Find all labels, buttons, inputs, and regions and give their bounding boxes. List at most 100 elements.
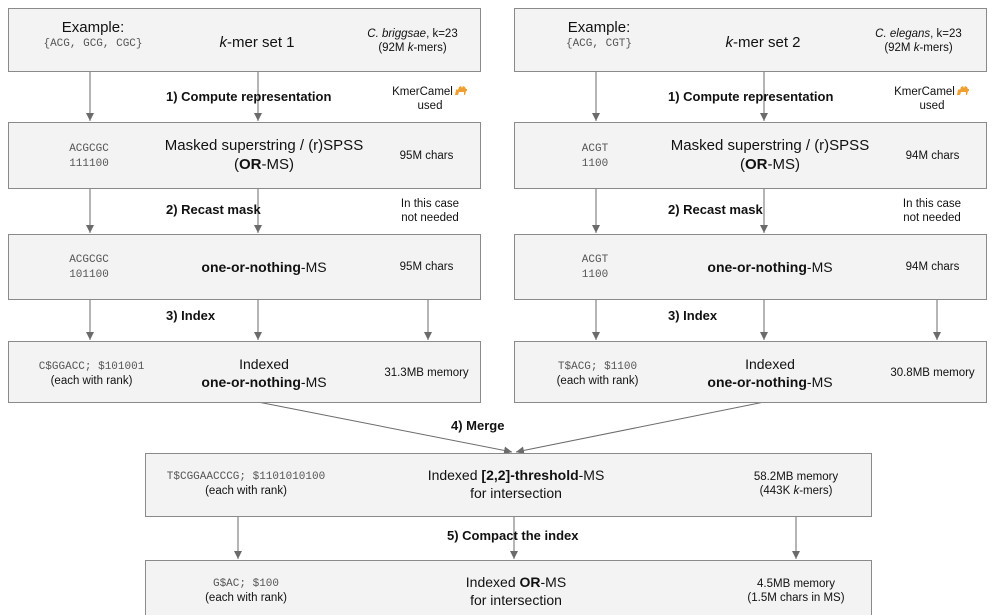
example-set: {ACG, GCG, CGC} [43, 38, 143, 50]
step-3-label: 3) Index [166, 308, 216, 323]
indexed-oon-box: T$ACG; $1100 (each with rank) Indexed on… [514, 341, 987, 403]
k-param: , k=23 [426, 28, 458, 40]
title-rest: -MS [300, 374, 327, 390]
box-title: one-or-nothing-MS [159, 259, 369, 275]
oon-bold: one-or-nothing [201, 374, 301, 390]
example-block: Example: {ACG, GCG, CGC} [9, 19, 177, 50]
note-line-2: not needed [903, 212, 961, 224]
recast-note: In this case not needed [380, 197, 480, 225]
species-name: C. elegans [875, 28, 931, 40]
or-bold: OR [745, 156, 768, 173]
count-post: -mers) [919, 42, 953, 54]
example-label: Example: [567, 19, 631, 36]
oon-mask: 1100 [581, 269, 609, 281]
count-pre: (92M [884, 42, 914, 54]
stat: 58.2MB memory (443K k-mers) [731, 470, 861, 498]
step-1-label: 1) Compute representation [668, 89, 834, 104]
title-rest: -MS [300, 259, 327, 275]
box-title: k-mer set 1 [177, 34, 337, 51]
stat: 95M chars [399, 261, 454, 273]
merge-example: T$CGGAACCCG; $1101010100 (each with rank… [146, 470, 346, 498]
count-post: -mers) [413, 42, 447, 54]
stat: 30.8MB memory [890, 367, 975, 379]
box-title: k-mer set 2 [683, 34, 843, 51]
oon-bold: one-or-nothing [201, 259, 301, 275]
bwt-example: T$ACG; $1100 [557, 361, 638, 373]
one-or-nothing-box: ACGT 1100 one-or-nothing-MS 94M chars [514, 234, 987, 300]
bwt-example: G$AC; $100 [212, 578, 279, 590]
tool-info: KmerCamel used [882, 84, 982, 113]
oon-bold: one-or-nothing [707, 374, 807, 390]
rank-note: (each with rank) [205, 485, 287, 497]
camel-icon [454, 86, 467, 95]
ms-seq: ACGT [581, 143, 609, 155]
stat-pre: (443K [759, 485, 794, 497]
tool-name: KmerCamel [392, 86, 453, 98]
ms-seq: ACGCGC [69, 143, 109, 155]
stat: 94M chars [905, 261, 960, 273]
step-5-label: 5) Compact the index [447, 528, 579, 543]
example-set: {ACG, CGT} [565, 38, 632, 50]
threshold-ms-box: T$CGGAACCCG; $1101010100 (each with rank… [145, 453, 872, 517]
kmer-set-2-box: Example: {ACG, CGT} k-mer set 2 C. elega… [514, 8, 987, 72]
step-1-label: 1) Compute representation [166, 89, 332, 104]
title-line-1: Indexed [745, 356, 795, 372]
tool-info: KmerCamel used [380, 84, 480, 113]
one-or-nothing-box: ACGCGC 101100 one-or-nothing-MS 95M char… [8, 234, 481, 300]
rank-note: (each with rank) [205, 592, 287, 604]
or-bold: OR [239, 156, 262, 173]
ms-mask: 111100 [69, 158, 109, 170]
box-title: Indexed [2,2]-threshold-MS for intersect… [386, 466, 646, 502]
k-italic: k [725, 34, 733, 51]
note-line-1: In this case [400, 198, 460, 210]
box-title: Indexed one-or-nothing-MS [159, 355, 369, 391]
threshold-bold: [2,2]-threshold [481, 467, 579, 483]
title-line-1: Indexed [239, 356, 289, 372]
step-3-label: 3) Index [668, 308, 718, 323]
title-post: -MS [540, 574, 567, 590]
example-label: Example: [61, 19, 125, 36]
recast-note: In this case not needed [882, 197, 982, 225]
tool-used: used [417, 100, 443, 112]
box-title: Masked superstring / (r)SPSS (OR-MS) [650, 136, 890, 174]
stat: 94M chars [905, 150, 960, 162]
title-line-1: Masked superstring / (r)SPSS [164, 137, 364, 154]
note-line-1: In this case [902, 198, 962, 210]
masked-superstring-box: ACGCGC 111100 Masked superstring / (r)SP… [8, 122, 481, 189]
idx-example: T$ACG; $1100 (each with rank) [515, 360, 680, 388]
k-italic: k [219, 34, 227, 51]
stat-line-1: 58.2MB memory [753, 471, 839, 483]
title-pre: Indexed [465, 574, 520, 590]
title-close: -MS) [767, 156, 801, 173]
rank-note: (each with rank) [556, 375, 639, 387]
arrow [257, 401, 513, 455]
stat: 31.3MB memory [384, 367, 469, 379]
oon-bold: one-or-nothing [707, 259, 807, 275]
title-post: -MS [578, 467, 605, 483]
oon-mask: 101100 [69, 269, 109, 281]
rank-note: (each with rank) [50, 375, 133, 387]
stat-k: k [793, 485, 800, 497]
title-rest: -MS [806, 259, 833, 275]
stat: 4.5MB memory (1.5M chars in MS) [731, 577, 861, 605]
bwt-example: C$GGACC; $101001 [38, 361, 145, 373]
title-text: -mer set 2 [732, 34, 801, 51]
title-rest: -MS [806, 374, 833, 390]
indexed-oon-box: C$GGACC; $101001 (each with rank) Indexe… [8, 341, 481, 403]
step-2-label: 2) Recast mask [668, 202, 763, 217]
box-title: one-or-nothing-MS [665, 259, 875, 275]
count-pre: (92M [378, 42, 408, 54]
tool-used: used [919, 100, 945, 112]
ms-example: ACGT 1100 [535, 142, 655, 172]
arrow [515, 401, 765, 455]
stat-post: -mers) [799, 485, 833, 497]
paren: ( [234, 156, 239, 173]
example-block: Example: {ACG, CGT} [515, 19, 683, 50]
ms-example: ACGCGC 111100 [29, 142, 149, 172]
stat: 95M chars [399, 150, 454, 162]
compact-example: G$AC; $100 (each with rank) [146, 577, 346, 605]
oon-seq: ACGT [581, 254, 609, 266]
camel-icon [956, 86, 969, 95]
stat-line-2: (1.5M chars in MS) [747, 592, 845, 604]
